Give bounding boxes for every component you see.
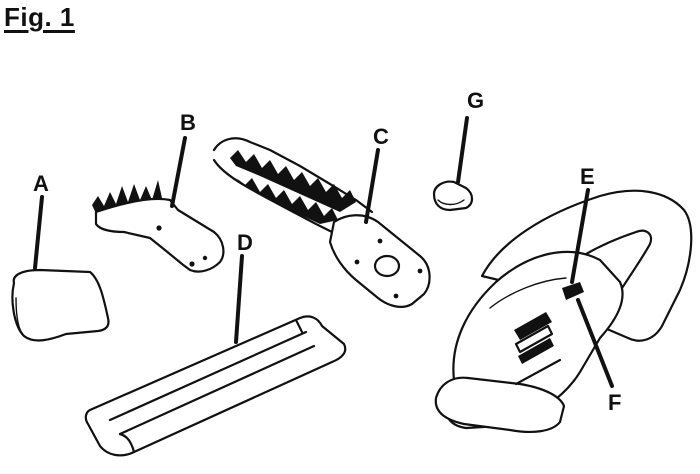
leader-g xyxy=(456,116,469,184)
callout-f: F xyxy=(608,390,621,415)
part-c-hedge-blade xyxy=(212,137,431,308)
leader-d xyxy=(234,254,244,344)
callout-e: E xyxy=(580,164,595,189)
callout-d: D xyxy=(237,230,253,255)
callout-a: A xyxy=(33,171,49,196)
tool-body xyxy=(434,189,693,433)
leader-a xyxy=(33,195,44,270)
part-b-shrub-blade xyxy=(92,180,225,273)
part-g-cap xyxy=(432,180,474,212)
callout-c: C xyxy=(373,124,389,149)
leader-c xyxy=(364,148,380,224)
part-a-blade-pad xyxy=(11,268,110,342)
leader-b xyxy=(170,136,187,208)
callout-b: B xyxy=(180,110,196,135)
leader-f xyxy=(576,298,614,388)
part-d-blade-sheath xyxy=(84,315,347,457)
leader-e xyxy=(570,188,590,284)
figure-title: Fig. 1 xyxy=(4,2,75,32)
callout-g: G xyxy=(467,88,484,113)
